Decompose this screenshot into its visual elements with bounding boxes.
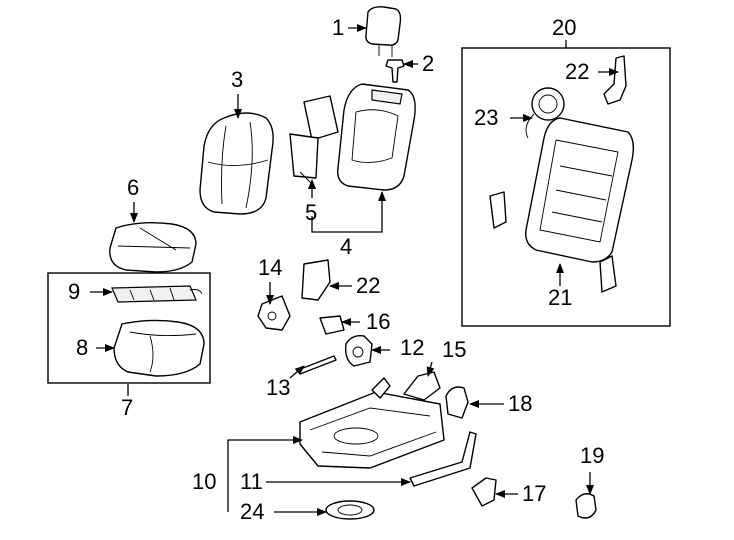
- callout-19: 19: [580, 443, 604, 468]
- callout-9: 9: [68, 279, 80, 304]
- callout-5: 5: [305, 200, 317, 225]
- group-box-cushion: [47, 272, 211, 384]
- callout-15: 15: [442, 337, 466, 362]
- callout-10: 10: [192, 469, 216, 494]
- clip-part: [319, 315, 345, 335]
- callout-22-frame: 22: [565, 59, 589, 84]
- callout-17: 17: [522, 481, 546, 506]
- leader-lines: [90, 24, 619, 516]
- track-bracket-part: [471, 477, 497, 507]
- callout-21: 21: [548, 285, 572, 310]
- hinge-cover-part: [257, 295, 291, 331]
- callout-24: 24: [240, 499, 264, 524]
- callout-22-bracket: 22: [356, 273, 380, 298]
- callout-labels: 1 2 3 4 5 6 7 8 9 10 11 12 13 14 15 16 1…: [68, 15, 604, 524]
- callout-23: 23: [474, 105, 498, 130]
- callout-2: 2: [422, 51, 434, 76]
- callout-4: 4: [340, 234, 352, 259]
- seatback-cover-part: [199, 112, 274, 215]
- trim-cap-part: [575, 493, 597, 519]
- seatback-panel-part: [289, 95, 339, 185]
- headrest-guide-part: [385, 59, 405, 83]
- side-module-part: [525, 87, 565, 139]
- recliner-part: [344, 334, 373, 367]
- callout-1: 1: [332, 15, 344, 40]
- callout-3: 3: [231, 67, 243, 92]
- cushion-pad-part: [113, 319, 205, 377]
- base-bracket-part: [325, 500, 375, 520]
- seat-track-part: [409, 431, 477, 487]
- callout-18: 18: [508, 391, 532, 416]
- cushion-cover-part: [109, 221, 197, 273]
- callout-6: 6: [127, 175, 139, 200]
- seatback-pad-part: [337, 83, 416, 191]
- seatback-frame-part: [489, 117, 635, 293]
- callout-8: 8: [76, 335, 88, 360]
- callout-7: 7: [121, 395, 133, 420]
- shield-cover-part: [403, 371, 441, 401]
- recliner-bracket-part: [301, 259, 331, 301]
- bolt-part: [297, 355, 337, 375]
- frame-lever-part: [603, 55, 627, 105]
- callout-16: 16: [366, 309, 390, 334]
- callout-13: 13: [266, 375, 290, 400]
- headrest-part: [365, 6, 402, 57]
- callout-12: 12: [400, 335, 424, 360]
- callout-11: 11: [240, 469, 263, 494]
- callout-14: 14: [258, 255, 282, 280]
- callout-20: 20: [552, 15, 576, 40]
- seat-frame-part: [299, 377, 445, 469]
- seat-heater-part: [111, 285, 203, 303]
- release-handle-part: [445, 386, 469, 419]
